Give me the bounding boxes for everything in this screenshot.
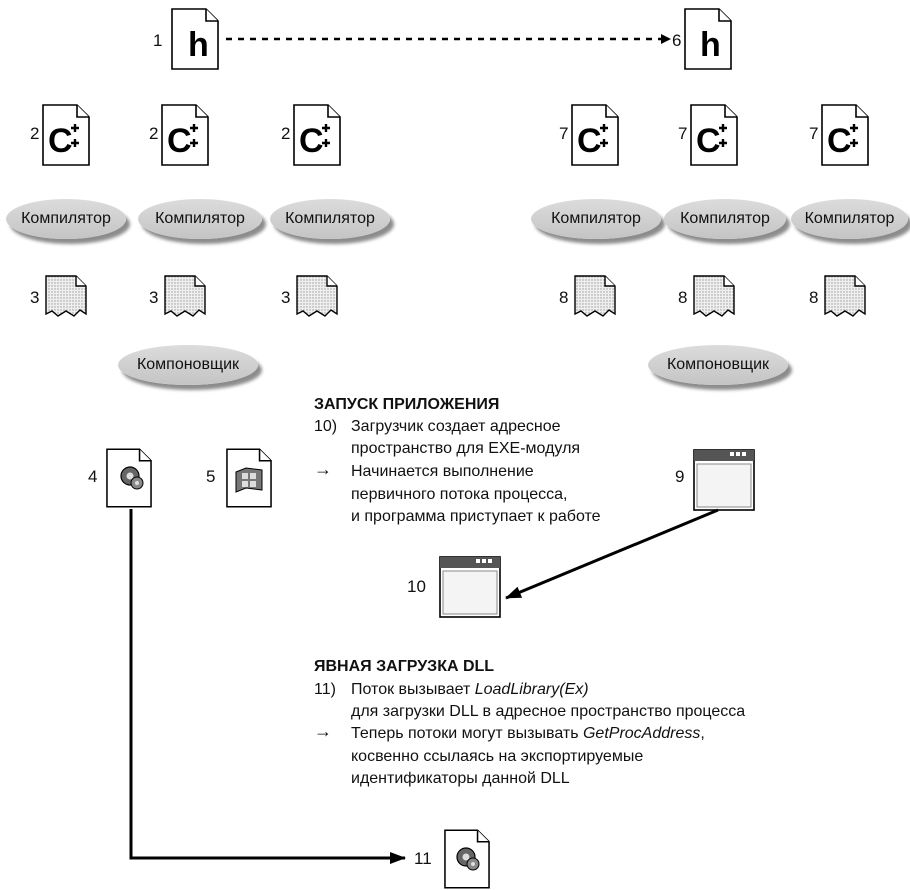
explicit-step-text-part: Поток вызывает — [351, 681, 475, 698]
cpp-source-icon: C — [821, 104, 869, 166]
exe-window-icon — [439, 556, 501, 618]
label-8: 8 — [809, 288, 819, 307]
label-3: 3 — [281, 288, 291, 307]
label-7: 7 — [678, 124, 688, 143]
object-file-icon — [45, 275, 87, 317]
compiler-node: Компилятор — [531, 199, 661, 239]
label-4: 4 — [88, 467, 98, 486]
linker-node: Компоновщик — [118, 345, 258, 385]
explicit-arrow-text-part: Теперь потоки могут вызывать — [351, 725, 583, 742]
svg-text:C: C — [48, 122, 73, 160]
load-dll-arrow — [129, 509, 406, 864]
svg-text:h: h — [188, 26, 209, 64]
compiler-node: Компилятор — [270, 199, 390, 239]
launch-heading: ЗАПУСК ПРИЛОЖЕНИЯ — [314, 396, 500, 413]
label-11: 11 — [414, 849, 432, 868]
cpp-source-icon: C — [690, 104, 738, 166]
object-file-icon — [824, 275, 866, 317]
explicit-arrow-text: идентификаторы данной DLL — [351, 770, 570, 787]
arrow-bullet-icon: → — [314, 459, 332, 479]
label-3: 3 — [30, 288, 40, 307]
object-file-icon — [296, 275, 338, 317]
svg-text:h: h — [700, 26, 721, 64]
svg-text:C: C — [827, 122, 852, 160]
cpp-source-icon: C — [571, 104, 619, 166]
label-2: 2 — [30, 124, 40, 143]
svg-text:C: C — [696, 122, 721, 160]
getprocaddress-function: GetProcAddress — [582, 725, 701, 742]
arrow-bullet-icon: → — [314, 721, 332, 741]
svg-text:C: C — [577, 122, 602, 160]
lib-windows-icon — [226, 448, 272, 508]
compiler-node: Компилятор — [791, 199, 908, 239]
launch-arrow-text: Начинается выполнение — [351, 463, 534, 480]
object-file-icon — [574, 275, 616, 317]
header-file-icon: h — [171, 8, 219, 70]
explicit-arrow-text: Теперь потоки могут вызывать GetProcAddr… — [351, 724, 705, 744]
object-file-icon — [693, 275, 735, 317]
launch-arrow-text: первичного потока процесса, — [351, 486, 568, 503]
label-5: 5 — [206, 467, 216, 486]
launch-step-text: пространство для EXE-модуля — [351, 440, 581, 457]
dll-gear-icon — [444, 829, 490, 889]
exe-window-icon — [693, 449, 755, 511]
cpp-source-icon: C — [293, 104, 341, 166]
svg-text:C: C — [167, 122, 192, 160]
label-1: 1 — [153, 31, 163, 50]
explicit-load-heading: ЯВНАЯ ЗАГРУЗКА DLL — [314, 658, 495, 675]
explicit-step-text: для загрузки DLL в адресное пространство… — [351, 703, 746, 720]
loadlibrary-function: LoadLibrary(Ex) — [474, 681, 589, 698]
object-file-icon — [164, 275, 206, 317]
explicit-arrow-text: косвенно ссылаясь на экспортируемые — [351, 748, 644, 765]
label-8: 8 — [559, 288, 569, 307]
explicit-step-number: 11) — [314, 681, 336, 698]
label-8: 8 — [678, 288, 688, 307]
launch-step-text: Загрузчик создает адресное — [351, 418, 561, 435]
label-9: 9 — [675, 467, 685, 486]
svg-text:C: C — [299, 122, 324, 160]
launch-step-number: 10) — [314, 418, 338, 435]
header-file-icon: h — [684, 8, 732, 70]
label-2: 2 — [281, 124, 291, 143]
compiler-node: Компилятор — [664, 199, 786, 239]
run-arrow — [505, 508, 719, 600]
cpp-source-icon: C — [42, 104, 90, 166]
label-3: 3 — [149, 288, 159, 307]
launch-arrow-text: и программа приступает к работе — [351, 508, 601, 525]
explicit-arrow-text-part: , — [700, 725, 705, 742]
linker-node: Компоновщик — [648, 345, 788, 385]
label-7: 7 — [809, 124, 819, 143]
label-6: 6 — [672, 31, 682, 50]
label-10: 10 — [407, 577, 426, 596]
label-7: 7 — [559, 124, 569, 143]
compiler-node: Компилятор — [138, 199, 262, 239]
explicit-step-text: Поток вызывает LoadLibrary(Ex) — [351, 680, 589, 700]
label-2: 2 — [149, 124, 159, 143]
dll-gear-icon — [106, 448, 152, 508]
compiler-node: Компилятор — [6, 199, 126, 239]
cpp-source-icon: C — [161, 104, 209, 166]
object-file-icons — [45, 275, 866, 317]
